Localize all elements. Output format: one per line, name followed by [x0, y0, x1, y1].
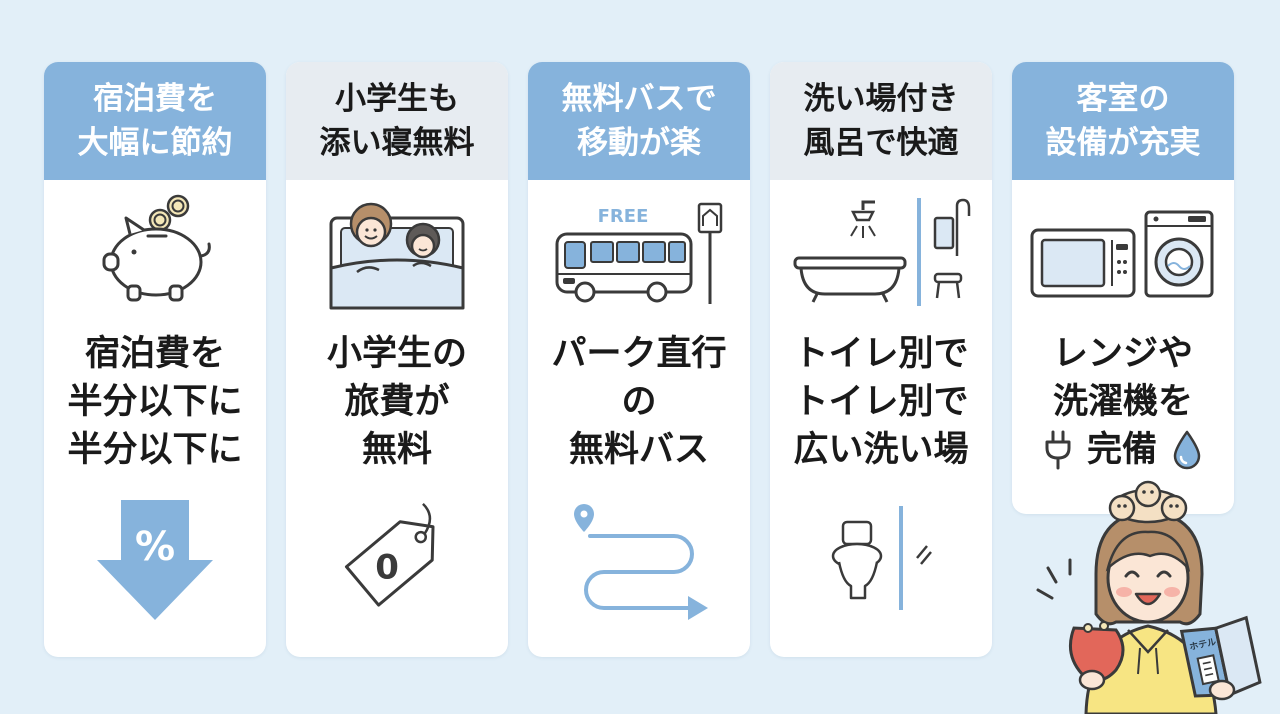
- body-line: 無料: [361, 430, 432, 470]
- header-line: 大幅に節約: [77, 125, 233, 161]
- body-line: 宿泊費を: [84, 334, 225, 374]
- header-line: 無料バスで: [561, 81, 717, 117]
- body-line: トイレ別で: [793, 382, 969, 422]
- header-line: 設備が充実: [1045, 125, 1201, 161]
- card-header: 無料バスで 移動が楽: [528, 62, 750, 180]
- co-sleeping-icon: [286, 196, 508, 312]
- body-line: 洗濯機を: [1052, 382, 1193, 422]
- card-free-bus: 無料バスで 移動が楽 FREE パーク直行 の 無料バス: [528, 62, 750, 657]
- header-line: 添い寝無料: [319, 125, 475, 161]
- body-line: 広い洗い場: [793, 430, 969, 470]
- body-line: 無料バス: [568, 430, 709, 470]
- body-line: 半分以下に: [67, 430, 243, 470]
- header-line: 宿泊費を: [93, 81, 217, 117]
- body-line: 半分以下に: [67, 382, 243, 422]
- piggy-bank-icon: [44, 192, 266, 312]
- water-drop-icon: [1171, 430, 1203, 470]
- card-savings: 宿泊費を 大幅に節約 宿泊費を 半分以下に 半分以下に %: [44, 62, 266, 657]
- card-body-text: 宿泊費を 半分以下に 半分以下に: [44, 330, 266, 474]
- card-header: 宿泊費を 大幅に節約: [44, 62, 266, 180]
- body-line-with-icons: 完備: [1029, 426, 1217, 474]
- card-header: 小学生も 添い寝無料: [286, 62, 508, 180]
- percent-label: %: [135, 524, 175, 570]
- card-kids-free: 小学生も 添い寝無料 小学生の 旅費が 無料: [286, 62, 508, 657]
- tag-zero-label: 0: [375, 547, 399, 587]
- percent-down-arrow-icon: %: [44, 498, 266, 622]
- microwave-washer-icon: [1012, 208, 1234, 300]
- card-body-text: パーク直行 の 無料バス: [528, 330, 750, 474]
- card-body-text: トイレ別で トイレ別で 広い洗い場: [770, 330, 992, 474]
- card-bath: 洗い場付き 風呂で快適 トイレ別で トイレ別で 広い洗い場: [770, 62, 992, 657]
- zero-price-tag-icon: 0: [286, 502, 508, 612]
- body-line: の: [621, 382, 657, 422]
- header-line: 風呂で快適: [803, 125, 959, 161]
- route-icon: [528, 502, 750, 626]
- card-amenities: 客室の 設備が充実 レンジや 洗濯機を: [1012, 62, 1234, 514]
- plug-icon: [1043, 430, 1073, 470]
- header-line: 小学生も: [335, 81, 459, 117]
- card-header: 客室の 設備が充実: [1012, 62, 1234, 180]
- header-line: 客室の: [1076, 81, 1170, 117]
- body-line: パーク直行: [551, 334, 727, 374]
- card-body-text: レンジや 洗濯機を 完備: [1012, 330, 1234, 474]
- card-header: 洗い場付き 風呂で快適: [770, 62, 992, 180]
- body-line: 完備: [1086, 430, 1157, 470]
- header-line: 洗い場付き: [803, 81, 959, 117]
- body-line: トイレ別で: [793, 334, 969, 374]
- toilet-icon: [770, 502, 992, 612]
- bathtub-shower-icon: [770, 198, 992, 310]
- body-line: 小学生の: [326, 334, 467, 374]
- card-body-text: 小学生の 旅費が 無料: [286, 330, 508, 474]
- body-line: レンジや: [1052, 334, 1193, 374]
- body-line: 旅費が: [344, 382, 450, 422]
- free-label: FREE: [598, 206, 649, 227]
- happy-woman-mascot-icon: ホテル: [1030, 478, 1266, 714]
- bus-icon: FREE: [528, 200, 750, 310]
- header-line: 移動が楽: [577, 125, 701, 161]
